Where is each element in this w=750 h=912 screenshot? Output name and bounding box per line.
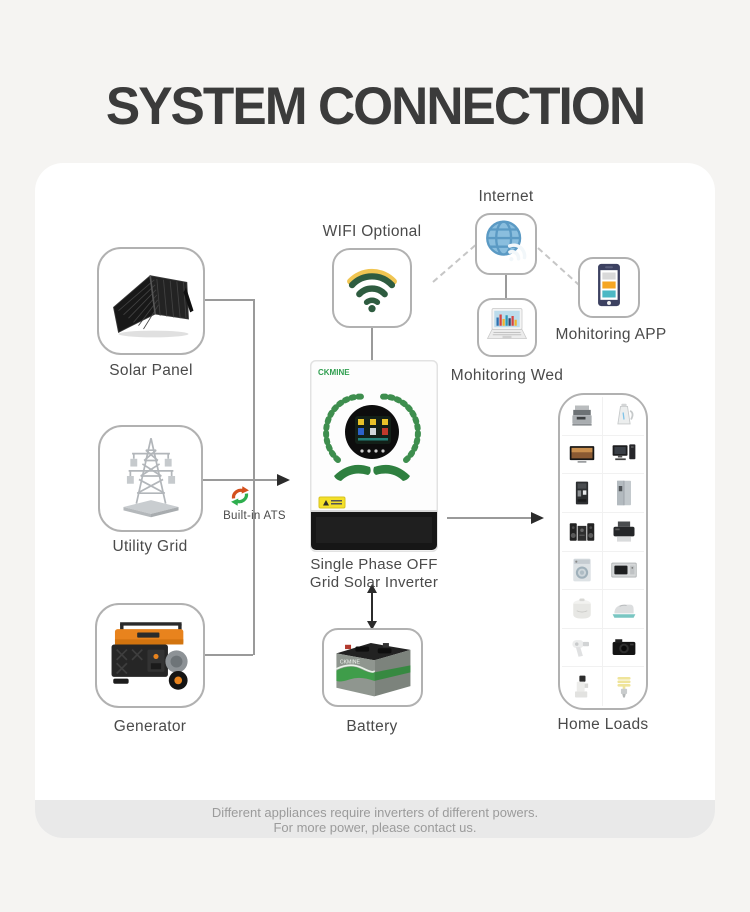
monitoring-web-box [477,298,537,357]
ats-label: Built-in ATS [223,510,286,522]
wifi-label: WIFI Optional [322,223,422,240]
connector-utility [203,479,277,481]
connector-battery [371,593,373,621]
footer-line1: Different appliances require inverters o… [211,805,539,820]
appliance-rice-cooker-icon [562,590,603,629]
solar-panel-label: Solar Panel [109,362,193,379]
footer-line2: For more power, please contact us. [273,819,477,835]
arrowhead-battery-down [366,621,377,630]
connector-internet-web [505,275,507,298]
arrowhead-to-loads [531,512,544,524]
solar-panel-icon [105,259,197,344]
connector-loads [447,517,531,519]
wifi-box [332,248,412,328]
arrowhead-battery-up [366,584,377,593]
generator-icon [103,613,197,698]
diagram-card: Built-in ATS Solar Panel [35,163,715,838]
inverter-image: CKMINE [310,360,438,552]
connector-wifi-inverter [371,328,373,360]
generator-box [95,603,205,708]
appliance-water-dispenser-icon [562,474,603,513]
monitoring-app-box [578,257,640,318]
laptop-chart-icon [482,301,532,354]
appliance-iron-icon [603,590,644,629]
internet-box [475,213,537,275]
monitoring-app-label: Mohitoring APP [555,326,667,343]
appliance-refrigerator-icon [603,474,644,513]
smartphone-icon [584,260,634,315]
ats-transfer-icon [227,483,253,509]
battery-icon: CKMINE [329,631,417,704]
appliance-printer-icon [603,512,644,552]
appliance-washing-machine-icon [562,551,603,591]
appliance-microwave-icon [603,551,644,591]
internet-globe-icon [481,217,531,272]
solar-panel-box [97,247,205,355]
appliance-tv-icon [562,435,603,475]
appliance-desktop-computer-icon [603,435,644,475]
wifi-icon [343,257,401,320]
appliance-stereo-icon [562,512,603,552]
home-loads-box [558,393,648,710]
inverter-label-line1: Single Phase OFF [310,556,438,573]
appliance-camera-icon [603,628,644,668]
appliance-cfl-bulb-icon [603,667,644,706]
connector-solar [205,299,253,301]
utility-grid-icon [108,432,194,525]
utility-grid-label: Utility Grid [112,538,188,555]
connector-main-vertical [253,299,255,655]
internet-label: Internet [478,188,534,205]
dashed-wifi-internet [432,244,476,283]
appliance-juicer-icon [562,667,603,706]
page-title: SYSTEM CONNECTION [105,77,646,136]
monitoring-web-label: Mohitoring Wed [450,367,564,384]
home-loads-label: Home Loads [557,716,649,733]
connector-generator [205,654,253,656]
appliance-hair-dryer-icon [562,628,603,668]
arrowhead-to-inverter [277,474,290,486]
dashed-internet-app [537,247,581,287]
generator-label: Generator [113,718,187,735]
appliance-kettle-icon [603,397,644,436]
footer-note: Different appliances require inverters o… [35,800,715,838]
battery-box: CKMINE [322,628,423,707]
inverter-label: Single Phase OFF Grid Solar Inverter [274,556,474,592]
appliance-copier-icon [562,397,603,436]
utility-grid-box [98,425,203,532]
home-loads-grid [562,397,644,706]
inverter-label-line2: Grid Solar Inverter [309,574,439,591]
inverter-brand: CKMINE [318,368,350,377]
battery-brand: CKMINE [339,660,360,666]
battery-label: Battery [346,718,398,735]
